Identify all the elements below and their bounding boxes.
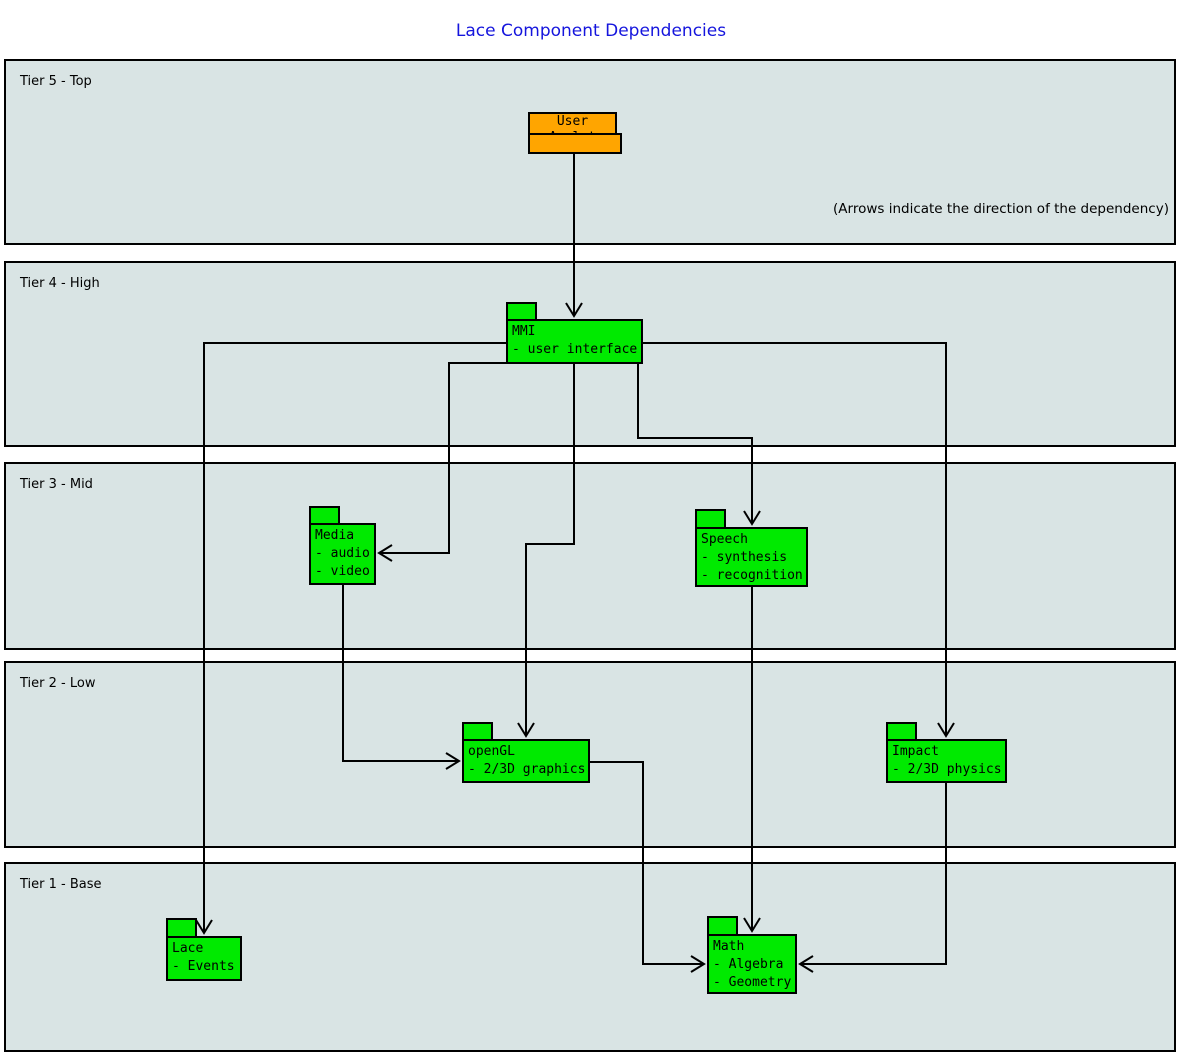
tier-label: Tier 4 - High xyxy=(20,276,100,291)
node-user-applet xyxy=(528,133,622,154)
node-detail: - 2/3D physics xyxy=(892,762,1002,777)
node-mmi: MMI - user interface xyxy=(506,319,643,364)
node-label: User Applet xyxy=(549,114,596,133)
node-label: MMI xyxy=(512,324,536,339)
node-detail: - Geometry xyxy=(713,975,792,990)
node-label: Math xyxy=(713,939,745,954)
node-lace-tab xyxy=(166,918,197,938)
node-label: Media xyxy=(315,528,355,543)
node-speech: Speech - synthesis - recognition xyxy=(695,527,808,587)
node-detail: - user interface xyxy=(512,342,638,357)
node-detail: - video xyxy=(315,564,370,579)
tier-label: Tier 2 - Low xyxy=(20,676,96,691)
node-detail: - recognition xyxy=(701,568,803,583)
diagram-title: Lace Component Dependencies xyxy=(455,21,727,41)
dependency-direction-note: (Arrows indicate the direction of the de… xyxy=(833,201,1169,217)
node-lace: Lace - Events xyxy=(166,936,242,981)
node-detail: - Events xyxy=(172,959,235,974)
tier-label: Tier 1 - Base xyxy=(20,877,102,892)
node-detail: - 2/3D graphics xyxy=(468,762,586,777)
node-detail: - synthesis xyxy=(701,550,788,565)
tier-band-tier-4: Tier 4 - High xyxy=(4,261,1176,447)
node-media: Media - audio - video xyxy=(309,523,376,585)
node-label: Lace xyxy=(172,941,204,956)
node-impact: Impact - 2/3D physics xyxy=(886,739,1007,783)
node-user-applet-tab: User Applet xyxy=(528,112,617,135)
node-opengl: openGL - 2/3D graphics xyxy=(462,739,590,783)
tier-label: Tier 5 - Top xyxy=(20,74,92,89)
node-detail: - audio xyxy=(315,546,370,561)
node-label: Impact xyxy=(892,744,939,759)
node-speech-tab xyxy=(695,509,726,529)
node-detail: - Algebra xyxy=(713,957,784,972)
tier-label: Tier 3 - Mid xyxy=(20,477,93,492)
node-label: Speech xyxy=(701,532,748,547)
node-label: openGL xyxy=(468,744,515,759)
tier-band-tier-3: Tier 3 - Mid xyxy=(4,462,1176,650)
node-math-tab xyxy=(707,916,738,936)
node-math: Math - Algebra - Geometry xyxy=(707,934,797,994)
